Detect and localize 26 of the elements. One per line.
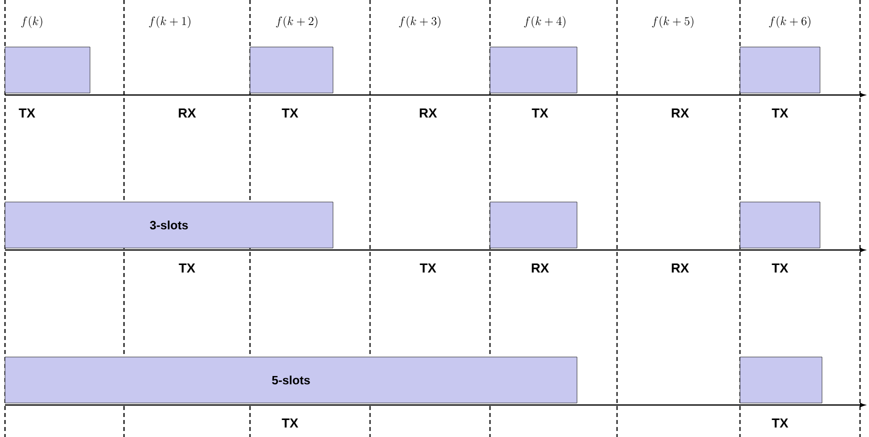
frame-label: $f(k+5)$: [652, 16, 694, 28]
labeled-bar: 5-slots: [4, 356, 578, 404]
labeled-bar: 3-slots: [4, 202, 334, 248]
frame-label: $f(k+1)$: [149, 16, 190, 28]
slot-label: TX: [772, 108, 788, 118]
bar: [250, 46, 334, 94]
slot-label: TX: [772, 264, 788, 272]
frame-label: $f(k+3)$: [399, 16, 440, 28]
slot-label: TX: [282, 108, 298, 118]
slot-label: RX: [672, 108, 689, 118]
slot-label: TX: [178, 264, 196, 272]
slot-label: TX: [772, 418, 788, 428]
bar: [740, 202, 820, 248]
slot-label: RX: [672, 264, 689, 272]
bar: [740, 46, 820, 94]
slot-label: TX: [18, 108, 36, 118]
slot-label: RX: [420, 108, 437, 118]
bar: [4, 46, 90, 94]
bar: [740, 356, 822, 404]
slot-label: RX: [178, 108, 196, 118]
slot-label: TX: [420, 264, 436, 272]
bar: [490, 46, 578, 94]
bar: [490, 202, 578, 248]
slot-label: RX: [532, 264, 549, 272]
slot-label: TX: [532, 108, 548, 118]
slot-label: TX: [282, 418, 298, 428]
